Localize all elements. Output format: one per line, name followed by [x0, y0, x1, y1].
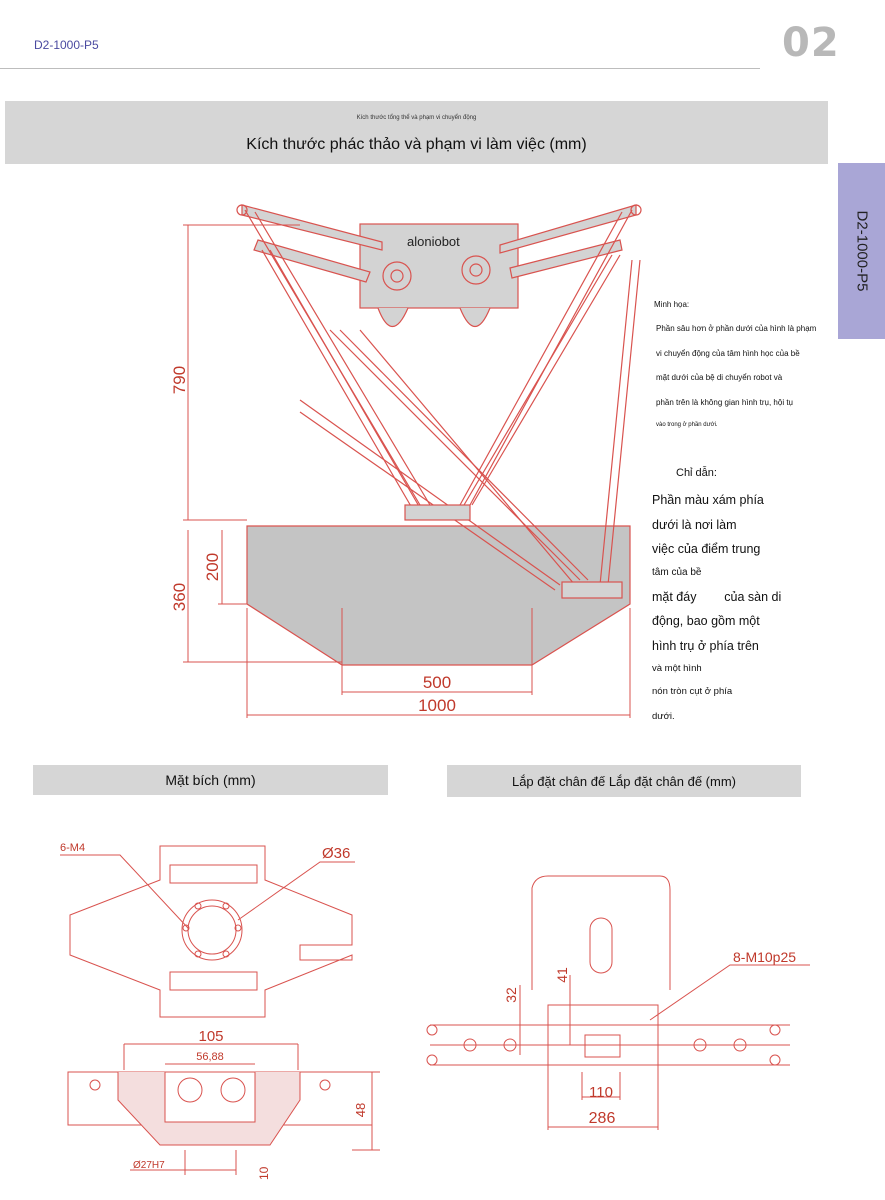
guide-line-9: nón tròn cụt ở phía: [652, 686, 733, 697]
illustration-line-5: vào trong ở phần dưới.: [656, 422, 718, 428]
robot-base-plate: [359, 223, 519, 309]
main-section-small-title: Kích thước tổng thể và phạm vi chuyển độ…: [356, 115, 477, 121]
illustration-line-2: vi chuyển động của tâm hình học của bề: [656, 349, 800, 358]
illustration-line-3: mặt dưới của bệ di chuyển robot và: [656, 373, 783, 382]
illustration-label: Minh họa:: [654, 300, 690, 309]
illustration-line-1: Phần sâu hơn ở phần dưới của hình là phạ…: [656, 324, 817, 333]
guide-line-5: mặt đáy của sàn di: [652, 590, 782, 604]
base-h2-label: 41: [554, 967, 570, 983]
flange-drawing: [60, 845, 380, 1175]
guide-line-6: động, bao gồm một: [652, 614, 760, 628]
dimension-790: 790: [170, 366, 189, 394]
guide-label: Chỉ dẫn:: [676, 467, 717, 479]
guide-line-4: tâm của bề: [652, 567, 702, 578]
guide-line-10: dưới.: [652, 711, 675, 722]
main-section-title: Kích thước phác thảo và phạm vi làm việc…: [246, 136, 587, 153]
dimension-360: 360: [170, 583, 189, 611]
guide-line-7: hình trụ ở phía trên: [652, 639, 759, 653]
robot-logo: aloniobot: [407, 234, 460, 249]
flange-height-label: 48: [353, 1103, 368, 1117]
dimension-1000: 1000: [418, 696, 456, 715]
flange-bottom-label: 10: [257, 1166, 271, 1180]
base-w2-label: 286: [589, 1110, 616, 1127]
robot-outline-drawing: [236, 204, 642, 666]
guide-line-3: việc của điểm trung: [652, 542, 761, 556]
base-bolts-label: 8-M10p25: [733, 949, 796, 965]
flange-bore-label: Ø27H7: [133, 1160, 165, 1171]
base-mount-drawing: [426, 875, 810, 1130]
flange-width-label: 105: [198, 1028, 223, 1045]
robot-dimension-lines: [183, 224, 631, 718]
dimension-200: 200: [203, 553, 222, 581]
base-section-title: Lắp đặt chân đế Lắp đặt chân đế (mm): [511, 773, 737, 789]
flange-holes-label: 6-M4: [60, 842, 85, 854]
flange-inner-label: 56,88: [196, 1051, 224, 1063]
flange-section-title: Mặt bích (mm): [165, 772, 256, 788]
flange-diameter-label: Ø36: [322, 845, 350, 862]
guide-line-1: Phần màu xám phía: [652, 493, 764, 507]
main-section-header: Kích thước tổng thể và phạm vi chuyển độ…: [5, 101, 828, 164]
base-h1-label: 32: [503, 987, 519, 1003]
header-divider: [0, 68, 760, 69]
document-code: D2-1000-P5: [34, 38, 99, 52]
base-w1-label: 110: [589, 1084, 613, 1101]
page-number: 02: [782, 20, 840, 66]
base-section-header: Lắp đặt chân đế Lắp đặt chân đế (mm): [447, 765, 801, 797]
guide-line-2: dưới là nơi làm: [652, 518, 737, 532]
side-tab: D2-1000-P5: [838, 163, 885, 339]
guide-line-8: và một hình: [652, 663, 702, 674]
illustration-line-4: phần trên là không gian hình trụ, hội tụ: [656, 398, 793, 407]
dimension-500: 500: [423, 673, 451, 692]
flange-section-header: Mặt bích (mm): [33, 765, 388, 795]
